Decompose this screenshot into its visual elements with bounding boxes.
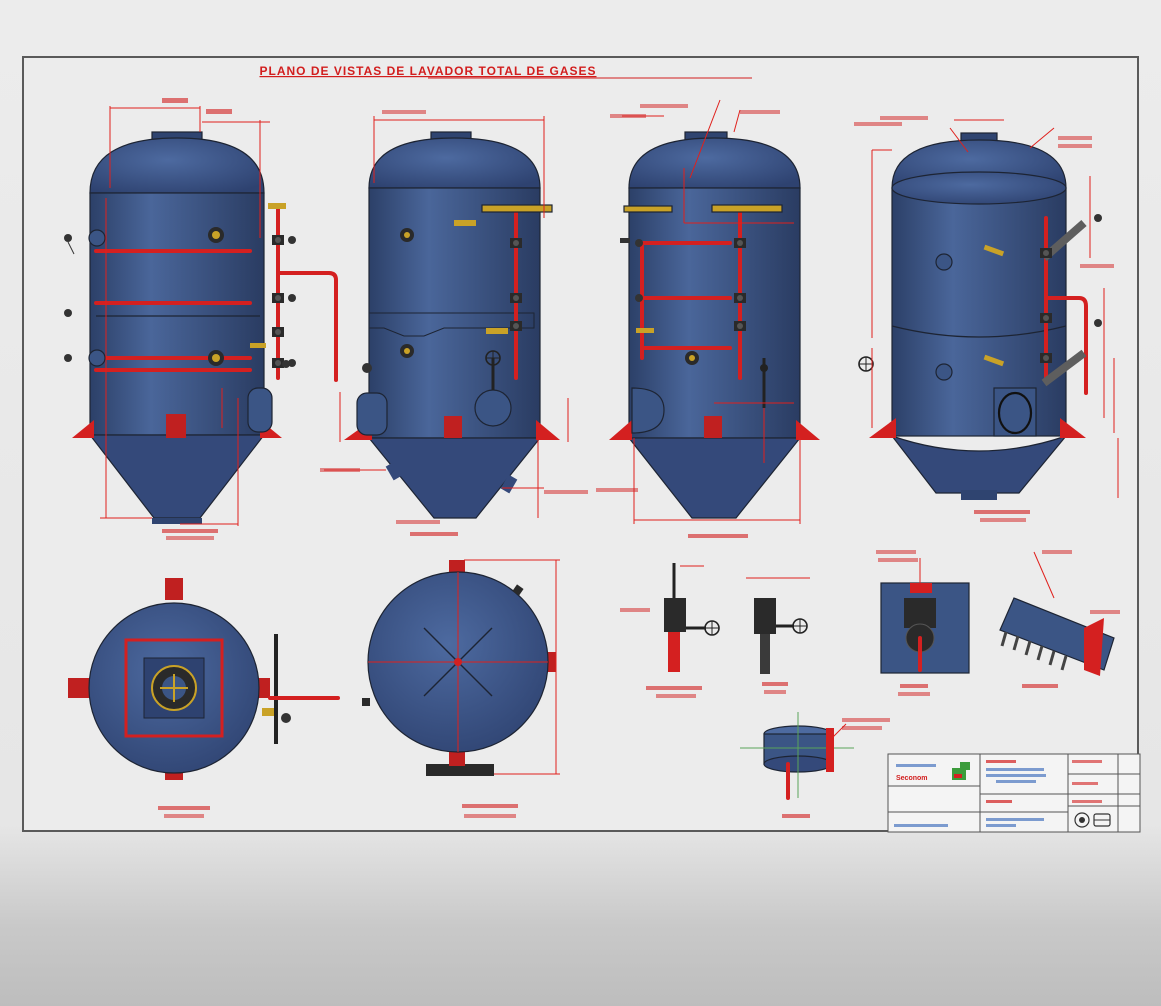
approval-stamp-icon	[1074, 812, 1111, 828]
side-elevation-view	[320, 110, 588, 536]
top-view-left	[68, 578, 340, 818]
detail-nozzle-section	[876, 550, 970, 696]
detail-bottom-flange	[740, 712, 890, 818]
front-elevation-view	[64, 98, 338, 540]
bottom-view	[362, 559, 560, 818]
drawing-title: PLANO DE VISTAS DE LAVADOR TOTAL DE GASE…	[259, 64, 596, 78]
company-logo-icon	[952, 762, 970, 780]
detail-valve-assembly-a	[620, 563, 720, 698]
detail-valve-assembly-b	[746, 577, 810, 694]
title-block: Seconom	[887, 753, 1141, 833]
drawing-sheet: PLANO DE VISTAS DE LAVADOR TOTAL DE GASE…	[22, 56, 1141, 833]
section-elevation-view	[596, 99, 820, 538]
detail-spray-manifold	[999, 550, 1120, 688]
technical-drawing: PLANO DE VISTAS DE LAVADOR TOTAL DE GASE…	[64, 64, 1141, 833]
company-name: Seconom	[896, 775, 928, 782]
isometric-view	[854, 116, 1119, 522]
